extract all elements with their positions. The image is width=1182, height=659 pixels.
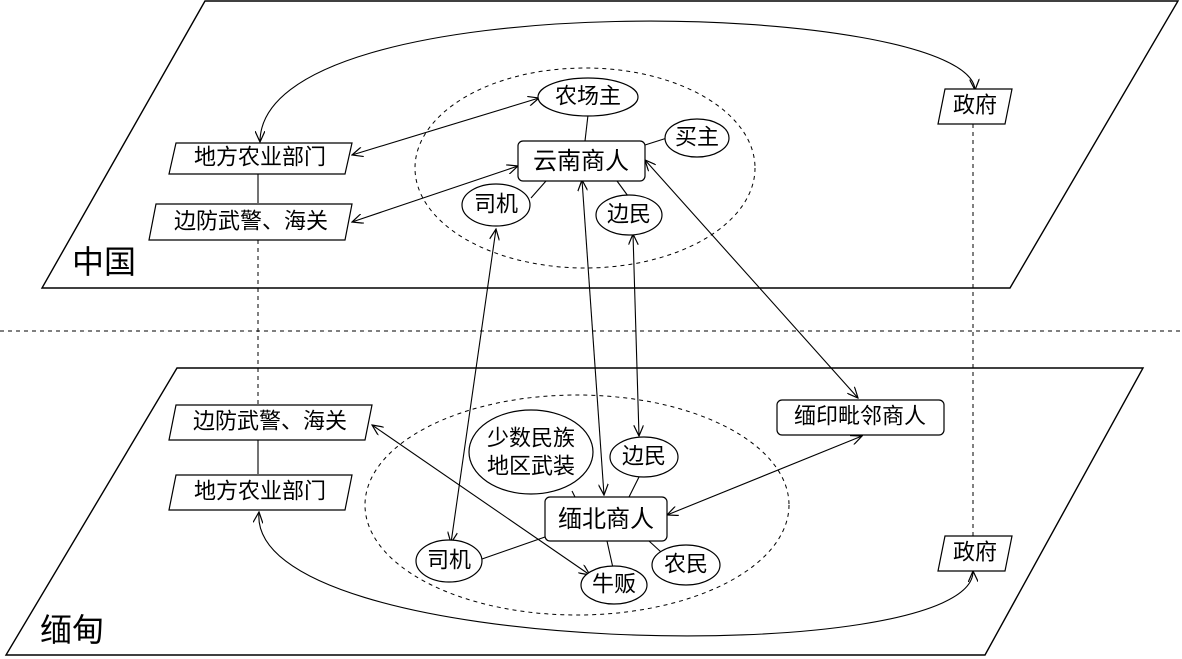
svg-text:政府: 政府 <box>953 94 997 119</box>
node-ethnic-armed-forces: 少数民族 地区武装 <box>468 409 594 495</box>
relationship-arrows <box>259 20 975 637</box>
node-china-government: 政府 <box>937 88 1013 125</box>
node-cattle-dealer: 牛贩 <box>580 565 648 605</box>
node-myanmar-driver: 司机 <box>415 539 483 583</box>
svg-text:司机: 司机 <box>427 549 471 574</box>
myanmar-region-label: 缅甸 <box>40 611 104 649</box>
svg-text:少数民族: 少数民族 <box>487 427 575 452</box>
node-myanmar-government: 政府 <box>937 535 1013 572</box>
svg-text:边防武警、海关: 边防武警、海关 <box>193 410 347 435</box>
node-yunnan-merchant: 云南商人 <box>517 140 646 182</box>
svg-text:农场主: 农场主 <box>555 85 621 110</box>
svg-text:牛贩: 牛贩 <box>592 573 636 598</box>
node-myanmar-local-agri-dept: 地方农业部门 <box>168 474 353 511</box>
node-mm-india-neighbor-merchants: 缅印毗邻商人 <box>776 399 945 436</box>
svg-text:边防武警、海关: 边防武警、海关 <box>174 210 328 235</box>
node-north-myanmar-merchant: 缅北商人 <box>544 496 668 542</box>
china-region-label: 中国 <box>72 243 136 281</box>
node-myanmar-border-police-customs: 边防武警、海关 <box>168 404 373 441</box>
node-china-local-agri-dept: 地方农业部门 <box>168 142 353 175</box>
svg-text:地方农业部门: 地方农业部门 <box>194 480 326 505</box>
node-farmer: 农民 <box>651 544 721 586</box>
node-farm-owner: 农场主 <box>537 77 639 117</box>
svg-text:地方农业部门: 地方农业部门 <box>194 146 326 171</box>
svg-text:政府: 政府 <box>953 541 997 566</box>
svg-text:云南商人: 云南商人 <box>533 147 629 175</box>
node-china-driver: 司机 <box>461 183 531 227</box>
svg-text:边民: 边民 <box>607 203 651 228</box>
node-china-border-police-customs: 边防武警、海关 <box>148 203 353 241</box>
svg-text:缅北商人: 缅北商人 <box>558 505 654 533</box>
node-china-border-resident: 边民 <box>595 194 663 236</box>
node-buyer: 买主 <box>664 118 730 158</box>
svg-text:边民: 边民 <box>622 445 666 470</box>
svg-text:缅印毗邻商人: 缅印毗邻商人 <box>794 405 926 430</box>
svg-text:司机: 司机 <box>474 193 518 218</box>
svg-text:地区武装: 地区武装 <box>487 455 575 480</box>
svg-text:农民: 农民 <box>664 553 708 578</box>
node-myanmar-border-resident: 边民 <box>609 436 679 478</box>
svg-text:买主: 买主 <box>675 126 719 151</box>
